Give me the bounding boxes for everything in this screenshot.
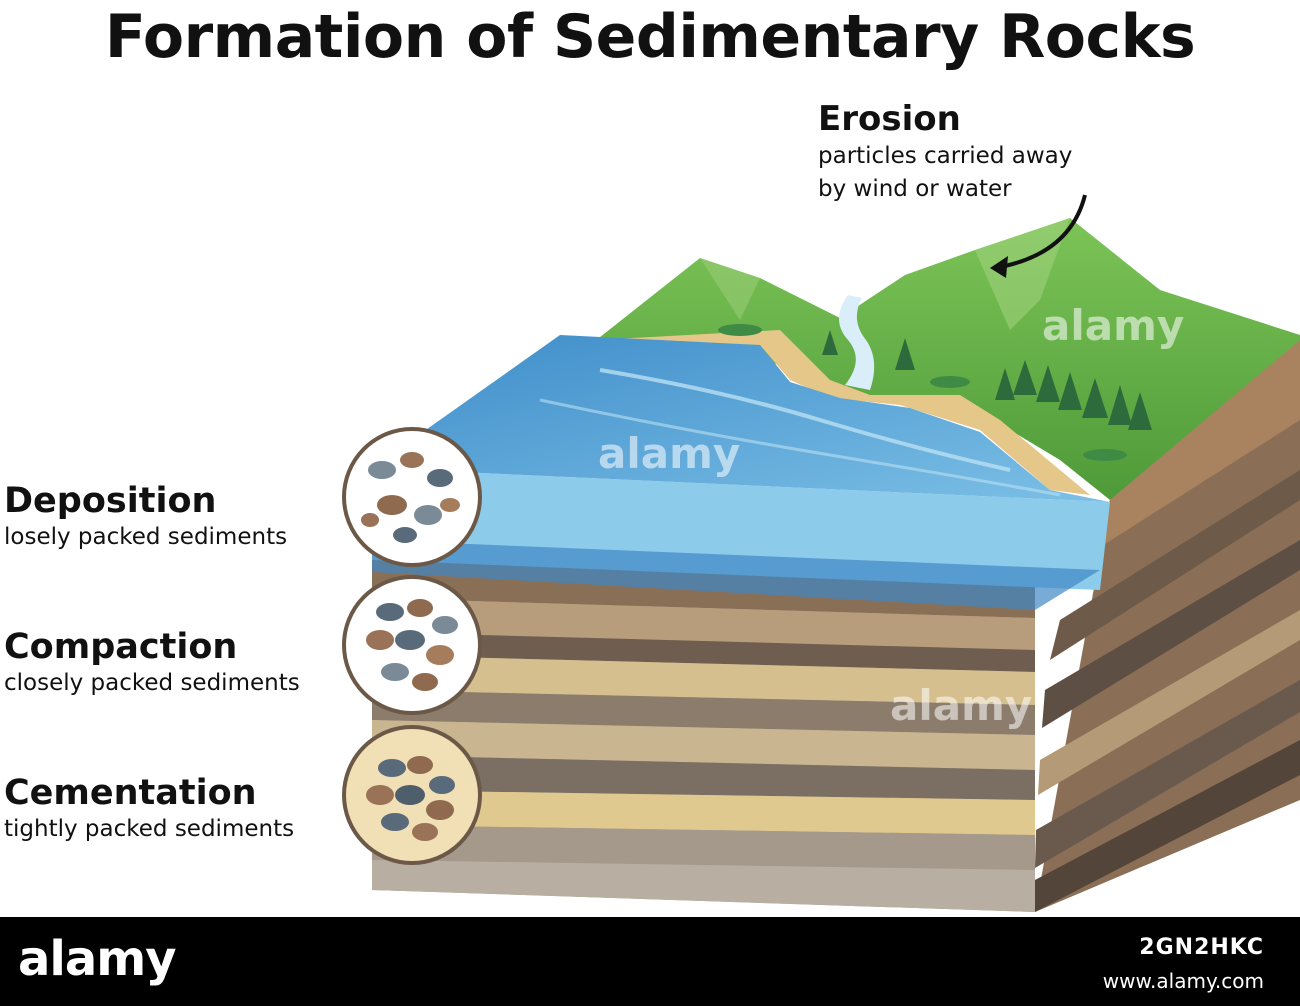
compaction-label: Compaction closely packed sediments [4, 626, 300, 698]
footer-url: www.alamy.com [1102, 969, 1264, 993]
compaction-desc: closely packed sediments [4, 670, 300, 696]
deposition-title: Deposition [4, 481, 217, 521]
footer-brand: alamy [18, 931, 177, 987]
deposition-label: Deposition losely packed sediments [4, 480, 287, 552]
right-strata-face [1035, 338, 1300, 912]
cementation-title: Cementation [4, 773, 257, 813]
erosion-desc-line2: by wind or water [818, 176, 1012, 202]
landscape-cross-section: alamy alamy alamy [342, 194, 1300, 912]
erosion-title: Erosion [818, 99, 961, 139]
watermark-2: alamy [1042, 301, 1184, 350]
cementation-sediment-circle [342, 725, 482, 865]
erosion-desc-line1: particles carried away [818, 143, 1073, 169]
diagram-title: Formation of Sedimentary Rocks [104, 2, 1196, 72]
footer-bar: alamy 2GN2HKC www.alamy.com [0, 917, 1300, 1006]
erosion-label: Erosion particles carried away by wind o… [818, 98, 1072, 206]
cementation-desc: tightly packed sediments [4, 816, 295, 842]
mountains [590, 218, 1300, 500]
footer-image-id: 2GN2HKC [1139, 935, 1264, 960]
river [839, 295, 875, 390]
trees [822, 330, 1152, 430]
compaction-sediment-circle [342, 575, 482, 715]
water-surface [372, 335, 1110, 502]
watermark-1: alamy [598, 429, 740, 478]
cementation-label: Cementation tightly packed sediments [4, 772, 294, 844]
deposition-desc: losely packed sediments [4, 524, 288, 550]
compaction-title: Compaction [4, 627, 238, 667]
watermark-3: alamy [890, 681, 1032, 730]
deposition-sediment-circle [342, 427, 482, 567]
erosion-arrow [994, 194, 1087, 270]
sand-shore [595, 330, 1090, 495]
